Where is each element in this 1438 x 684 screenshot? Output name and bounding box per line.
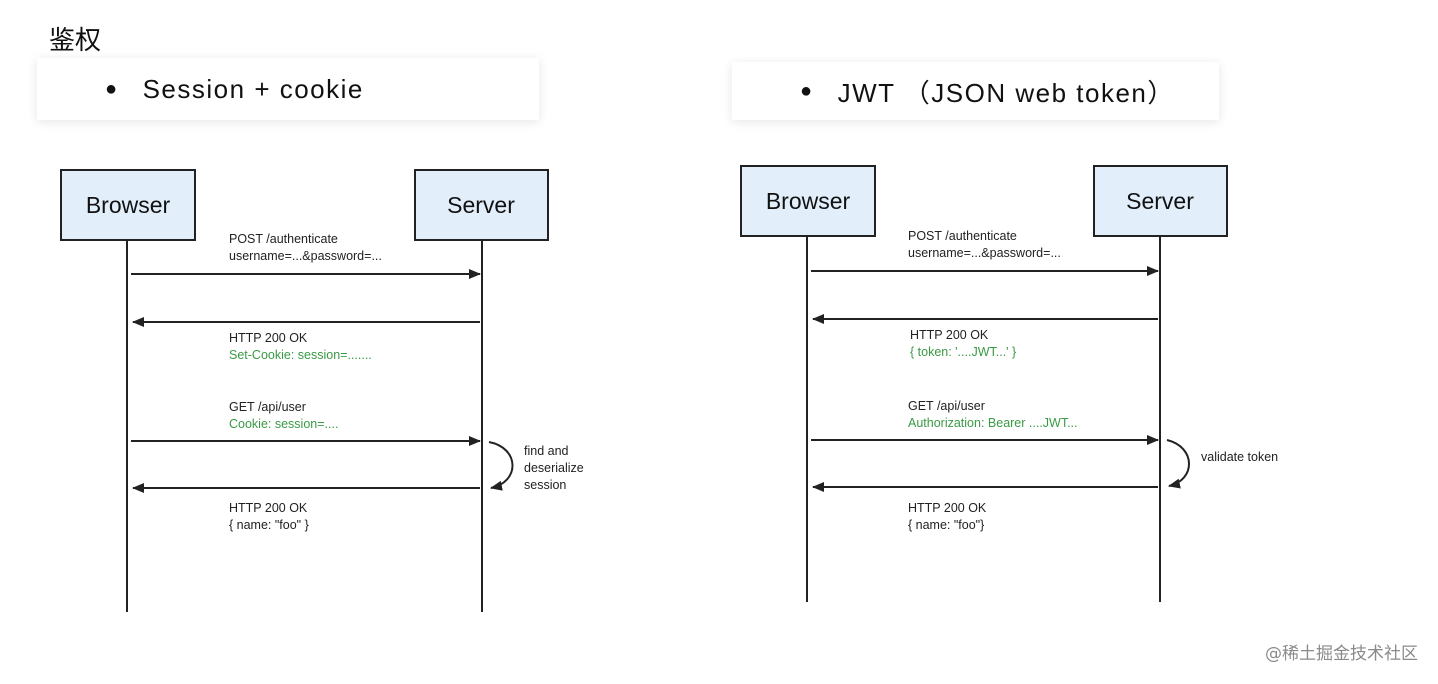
jwt-label: JWT （JSON web token）: [837, 77, 1175, 108]
message-label: POST /authenticate: [908, 229, 1017, 243]
actor-box: [60, 169, 196, 241]
self-call-arrow: [488, 441, 514, 491]
bullet-icon: ●: [105, 77, 119, 100]
message-label: GET /api/user: [908, 399, 985, 413]
message-detail: Cookie: session=....: [229, 417, 338, 431]
note-label: find and: [524, 444, 569, 458]
self-call-arrow: [1166, 439, 1190, 489]
message-label: GET /api/user: [229, 400, 306, 414]
message-label: { name: "foo" }: [229, 518, 309, 532]
message-label: POST /authenticate: [229, 232, 338, 246]
message-label: username=...&password=...: [908, 246, 1061, 260]
jwt-diagram: Browser Server POST /authenticate userna…: [740, 165, 1278, 602]
bullet-icon: ●: [800, 79, 814, 102]
session-server-actor: Server: [414, 169, 549, 241]
message-label: HTTP 200 OK: [229, 501, 308, 515]
page-title: 鉴权: [49, 26, 102, 56]
actor-box: [1093, 165, 1228, 237]
message-label: HTTP 200 OK: [908, 501, 987, 515]
actor-box: [740, 165, 876, 237]
note-label: deserialize: [524, 461, 584, 475]
message-label: HTTP 200 OK: [910, 328, 989, 342]
session-cookie-heading: ● Session + cookie: [37, 58, 539, 120]
session-cookie-label: Session + cookie: [142, 73, 364, 104]
session-cookie-diagram: Browser Server POST /authenticate userna…: [60, 169, 584, 612]
message-detail: Set-Cookie: session=.......: [229, 348, 372, 362]
note-label: validate token: [1201, 450, 1278, 464]
message-label: username=...&password=...: [229, 249, 382, 263]
note-label: session: [524, 478, 566, 492]
actor-label: Browser: [86, 192, 171, 218]
actor-label: Server: [447, 192, 515, 218]
actor-label: Server: [1126, 188, 1194, 214]
actor-label: Browser: [766, 188, 851, 214]
actor-box: [414, 169, 549, 241]
message-detail: { token: '....JWT...' }: [910, 345, 1016, 359]
jwt-heading: ● JWT （JSON web token）: [732, 62, 1219, 120]
message-label: { name: "foo"}: [908, 518, 984, 532]
jwt-server-actor: Server: [1093, 165, 1228, 237]
message-label: HTTP 200 OK: [229, 331, 308, 345]
session-browser-actor: Browser: [60, 169, 196, 241]
jwt-browser-actor: Browser: [740, 165, 876, 237]
site-watermark: @稀土掘金技术社区: [1265, 644, 1418, 664]
message-detail: Authorization: Bearer ....JWT...: [908, 416, 1078, 430]
